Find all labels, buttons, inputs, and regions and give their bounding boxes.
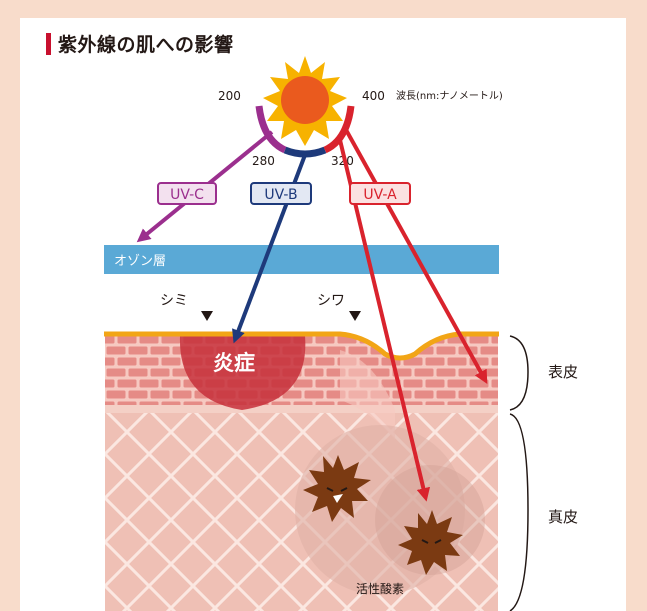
sun-icon (263, 56, 347, 146)
ozone-label: オゾン層 (114, 254, 166, 269)
uva-label: UV-A (363, 187, 397, 203)
dermis-label: 真皮 (548, 508, 578, 526)
wavelength-320: 320 (331, 154, 354, 168)
marker-shimi-pointer (201, 311, 213, 321)
uvb-label-box (250, 182, 312, 205)
spectrum-uva-segment (323, 105, 355, 154)
marker-shiwa-pointer (349, 311, 361, 321)
skin-surface (104, 331, 499, 361)
inflammation-label: 炎症 (213, 351, 255, 375)
uva-label-box (349, 182, 411, 205)
wavelength-unit: 波長(nm:ナノメートル) (396, 89, 503, 102)
marker-shimi: シミ (160, 293, 188, 309)
diagram-title: 紫外線の肌への影響 (58, 34, 234, 56)
skin-cross-section (105, 334, 498, 611)
marker-shiwa: シワ (317, 293, 345, 309)
epidermis-label: 表皮 (548, 363, 578, 381)
radical-icon-2 (398, 510, 463, 575)
wavelength-200: 200 (218, 89, 241, 103)
dermis-bracket (509, 413, 529, 611)
epidermis-bracket (509, 335, 529, 411)
radicals-label: 活性酸素 (356, 581, 404, 596)
wavelength-280: 280 (252, 154, 275, 168)
uvc-label-box (157, 182, 217, 205)
wavelength-400: 400 (362, 89, 385, 103)
radical-icon-1 (303, 455, 371, 522)
title-accent-bar (46, 33, 51, 55)
inflammation-region (179, 336, 306, 410)
uvc-label: UV-C (170, 187, 204, 203)
ozone-layer (104, 245, 499, 274)
uva-arrow-epidermis (343, 127, 488, 384)
wrinkle-zone (340, 350, 395, 440)
spectrum-uvb-segment (283, 146, 327, 158)
uvb-label: UV-B (264, 187, 297, 203)
